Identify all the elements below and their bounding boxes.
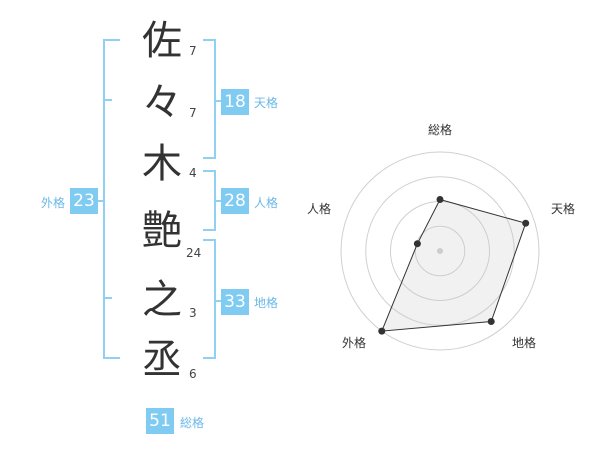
name-char-4: 艶 [142, 208, 182, 254]
radar-point-4 [378, 327, 386, 335]
name-char-3: 木 [142, 141, 182, 187]
stroke-count-6: 6 [189, 367, 197, 381]
radar-ring-1 [414, 225, 466, 277]
radar-axis-label-soukaku: 総格 [427, 123, 452, 137]
radar-axis-label-gaikaku: 外格 [341, 336, 366, 350]
radar-axis-label-chikaku: 地格 [511, 336, 536, 350]
name-char-6: 丞 [142, 337, 182, 383]
stroke-count-3: 4 [189, 166, 197, 180]
jinkaku-label: 人格 [254, 196, 279, 210]
tenkaku-bracket [203, 39, 216, 159]
chikaku-label: 地格 [254, 296, 279, 310]
tenkaku-value: 18 [221, 89, 249, 115]
tenkaku-label: 天格 [254, 96, 279, 110]
name-char-1: 佐 [142, 18, 182, 64]
stroke-count-5: 3 [189, 306, 197, 320]
radar-point-2 [522, 219, 530, 227]
radar-ring-4 [340, 151, 540, 351]
name-char-2: 々 [142, 80, 182, 126]
stroke-count-2: 7 [189, 106, 197, 120]
radar-area [381, 198, 527, 332]
chikaku-value: 33 [221, 289, 249, 315]
stroke-count-1: 7 [189, 44, 197, 58]
radar-point-5 [413, 240, 421, 248]
radar-center-dot [437, 248, 443, 254]
chikaku-bracket [203, 239, 216, 359]
radar-axis-label-jinkaku: 人格 [306, 202, 331, 216]
gaikaku-bracket [103, 39, 120, 359]
jinkaku-value: 28 [221, 188, 249, 214]
radar-ring-3 [365, 176, 515, 326]
name-char-5: 之 [142, 277, 182, 323]
radar-point-1 [436, 196, 444, 203]
soukaku-label: 総格 [180, 416, 205, 430]
stroke-count-4: 24 [186, 246, 202, 260]
gaikaku-label: 外格 [41, 196, 66, 210]
radar-axis-label-tenkaku: 天格 [550, 202, 575, 216]
radar-point-3 [487, 318, 495, 325]
gaikaku-value: 23 [70, 188, 98, 214]
soukaku-value: 51 [146, 408, 174, 434]
